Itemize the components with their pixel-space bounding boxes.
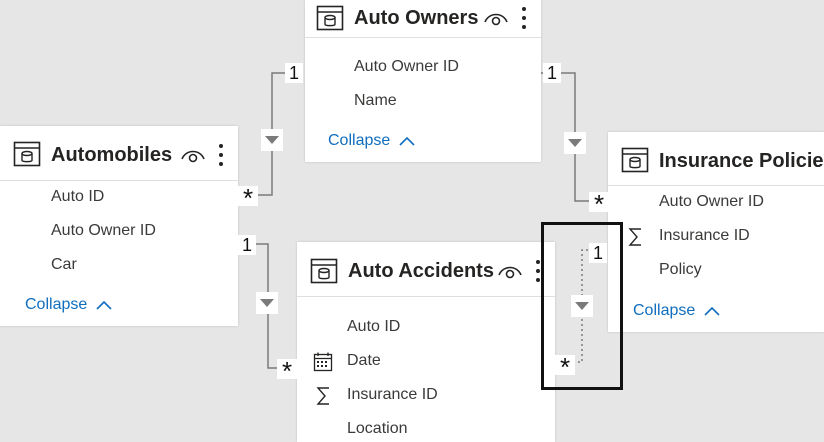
field-auto-owner-id[interactable]: Auto Owner ID [354, 58, 459, 75]
sigma-icon [628, 228, 641, 246]
eye-icon[interactable] [180, 145, 206, 165]
field-insurance-id[interactable]: Insurance ID [608, 225, 824, 249]
cardinality-many-badge: * [238, 185, 258, 211]
calendar-icon [313, 352, 333, 372]
table-header: Automobiles [0, 126, 238, 181]
table-icon [621, 147, 649, 173]
cardinality-one-badge: 1 [285, 63, 303, 83]
field-policy[interactable]: Policy [659, 261, 702, 278]
table-icon [316, 5, 344, 31]
collapse-button[interactable]: Collapse [25, 296, 112, 314]
cardinality-many-badge: * [277, 358, 297, 384]
field-car[interactable]: Car [51, 256, 77, 273]
triangle-down-icon [260, 299, 274, 307]
collapse-button[interactable]: Collapse [328, 132, 415, 150]
table-card-auto-accidents[interactable]: Auto Accidents Auto ID Date Insurance ID [297, 242, 555, 442]
table-header: Insurance Policies [608, 132, 824, 186]
filter-direction-marker[interactable] [564, 132, 586, 154]
cardinality-many-badge: * [555, 354, 575, 380]
table-title: Auto Accidents [348, 260, 494, 282]
cardinality-one-badge: 1 [589, 243, 607, 263]
chevron-up-icon [399, 136, 415, 146]
table-title: Insurance Policies [659, 150, 824, 172]
more-options-icon[interactable] [216, 142, 226, 168]
field-date[interactable]: Date [297, 350, 555, 374]
field-auto-id[interactable]: Auto ID [51, 188, 105, 205]
cardinality-one-badge: 1 [543, 63, 561, 83]
chevron-up-icon [704, 306, 720, 316]
table-card-insurance-policies[interactable]: Insurance Policies Auto Owner ID Insuran… [608, 132, 824, 332]
collapse-button[interactable]: Collapse [633, 302, 720, 320]
table-card-auto-owners[interactable]: Auto Owners Auto Owner ID Name Collapse [305, 0, 541, 162]
table-title: Auto Owners [354, 7, 479, 29]
triangle-down-icon [265, 136, 279, 144]
table-header: Auto Owners [305, 0, 541, 38]
collapse-label: Collapse [328, 132, 391, 149]
field-name[interactable]: Name [354, 92, 397, 109]
chevron-up-icon [96, 300, 112, 310]
collapse-label: Collapse [633, 302, 696, 319]
table-icon [310, 258, 338, 284]
cardinality-one-badge: 1 [238, 235, 256, 255]
more-options-icon[interactable] [533, 258, 543, 284]
filter-direction-marker[interactable] [571, 295, 593, 317]
triangle-down-icon [575, 302, 589, 310]
field-auto-id[interactable]: Auto ID [347, 318, 401, 335]
field-insurance-id[interactable]: Insurance ID [297, 384, 555, 408]
field-auto-owner-id[interactable]: Auto Owner ID [51, 222, 156, 239]
eye-icon[interactable] [483, 8, 509, 28]
collapse-label: Collapse [25, 296, 88, 313]
field-auto-owner-id[interactable]: Auto Owner ID [659, 193, 764, 210]
cardinality-many-badge: * [589, 191, 609, 217]
triangle-down-icon [568, 139, 582, 147]
filter-direction-marker[interactable] [261, 129, 283, 151]
table-icon [13, 141, 41, 167]
eye-icon[interactable] [497, 261, 523, 281]
more-options-icon[interactable] [519, 5, 529, 31]
highlight-box [541, 222, 623, 390]
table-header: Auto Accidents [297, 242, 555, 297]
sigma-icon [316, 387, 329, 405]
table-title: Automobiles [51, 144, 173, 166]
filter-direction-marker[interactable] [256, 292, 278, 314]
table-card-automobiles[interactable]: Automobiles Auto ID Auto Owner ID Car Co… [0, 126, 238, 326]
field-location[interactable]: Location [347, 420, 408, 437]
